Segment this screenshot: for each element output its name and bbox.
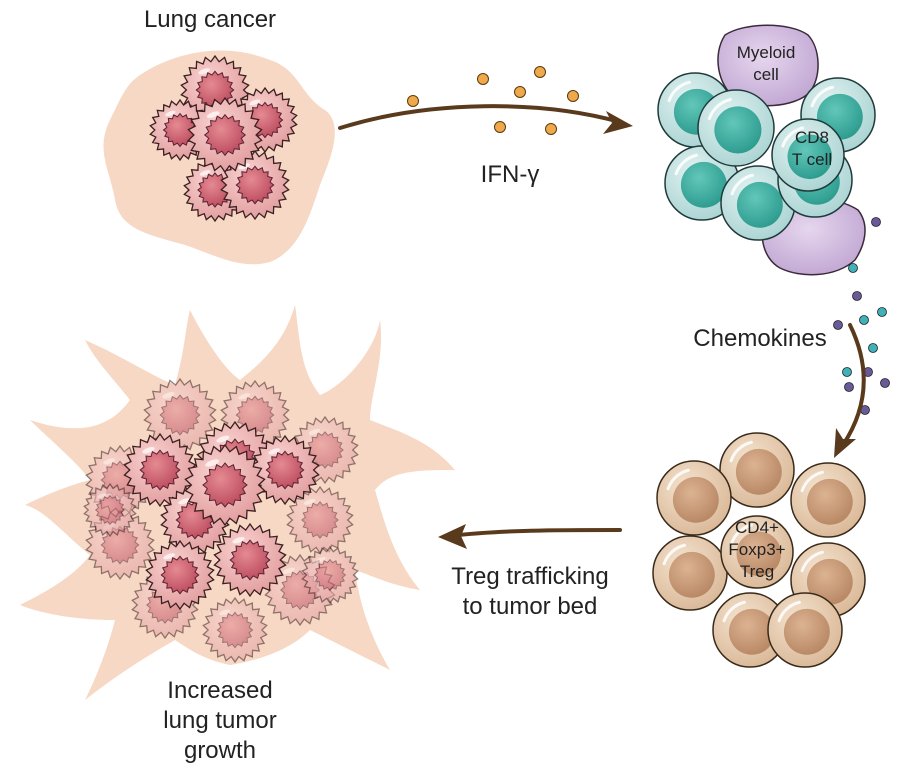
ifn-gamma-dot [534, 66, 546, 78]
treg-label-line1: CD4+ [735, 518, 779, 537]
cd8-t-cell [771, 118, 845, 192]
large-tumor-cell-faded [291, 415, 359, 485]
small-tumor [103, 50, 335, 265]
chemokine-dot [880, 378, 890, 388]
treg-trafficking-line1: Treg trafficking [451, 563, 609, 590]
chemokine-arrow-shaft [841, 323, 866, 447]
ifn-gamma-dot [514, 86, 526, 98]
treg-cell [767, 592, 843, 668]
myeloid-label-line1: Myeloid [737, 43, 796, 62]
treg-cell [719, 432, 795, 508]
cd8-t-cell [697, 89, 775, 167]
cd8-t-cell [720, 165, 796, 241]
ifn-gamma-label: IFN-γ [480, 161, 540, 188]
treg-cell [656, 460, 732, 536]
increased-growth-line3: growth [183, 737, 257, 764]
treg-cell [790, 462, 866, 538]
ifn-arrow-head [603, 111, 633, 134]
ifn-gamma-dot [494, 121, 506, 133]
large-tumor-cell-faded [83, 482, 137, 538]
ifn-gamma-dot [407, 95, 419, 107]
chemokine-dot [859, 315, 869, 325]
treg-cell [712, 592, 788, 668]
large-tumor-cell-faded [286, 485, 354, 555]
treg-cell [720, 515, 794, 589]
large-tumor-cell [123, 432, 197, 508]
large-tumor-cell [145, 539, 215, 611]
increased-growth-line2: lung tumor [163, 707, 277, 734]
myeloid-label-line2: cell [753, 65, 779, 84]
lung-cancer-label: Lung cancer [143, 6, 277, 33]
chemokine-dot [842, 367, 852, 377]
treg-label-line3: Treg [740, 562, 774, 581]
ifn-gamma-dots [407, 66, 579, 135]
chemokine-dot [852, 291, 862, 301]
large-tumor-cell-faded [143, 377, 217, 453]
large-tumor-cell-faded [301, 545, 359, 605]
chemokines-label: Chemokines [693, 325, 827, 352]
treg-arrow-head [438, 524, 467, 549]
ifn-gamma-dot [545, 123, 557, 135]
chemokine-dot [868, 343, 878, 353]
treg-trafficking-line2: to tumor bed [462, 593, 598, 620]
chemokine-dot [877, 307, 887, 317]
treg-arrow-shaft [448, 528, 622, 538]
chemokine-dot [833, 320, 843, 330]
large-tumor-cell [213, 522, 287, 598]
treg-label-line2: Foxp3+ [728, 540, 785, 559]
small-tumor-cell [220, 149, 290, 221]
chemokine-dot [871, 217, 881, 227]
cd8-label-line1: CD8 [795, 128, 829, 147]
large-tumor-cell [250, 434, 320, 506]
increased-growth-line1: Increased [167, 677, 273, 704]
ifn-arrow-shaft [338, 104, 622, 130]
cd8-cluster [657, 24, 876, 276]
cd8-label-line2: T cell [792, 150, 832, 169]
treg-cell [652, 535, 728, 611]
large-tumor-cell-faded [202, 596, 268, 664]
ifn-gamma-dot [477, 73, 489, 85]
chemokine-dot [848, 263, 858, 273]
small-tumor-cell [187, 96, 263, 174]
chemokine-dot [844, 382, 854, 392]
large-tumor-cell [184, 443, 266, 527]
treg-cluster [652, 432, 866, 668]
large-tumor [20, 305, 455, 700]
ifn-gamma-dot [567, 90, 579, 102]
chemokine-arrow-head [834, 428, 856, 458]
